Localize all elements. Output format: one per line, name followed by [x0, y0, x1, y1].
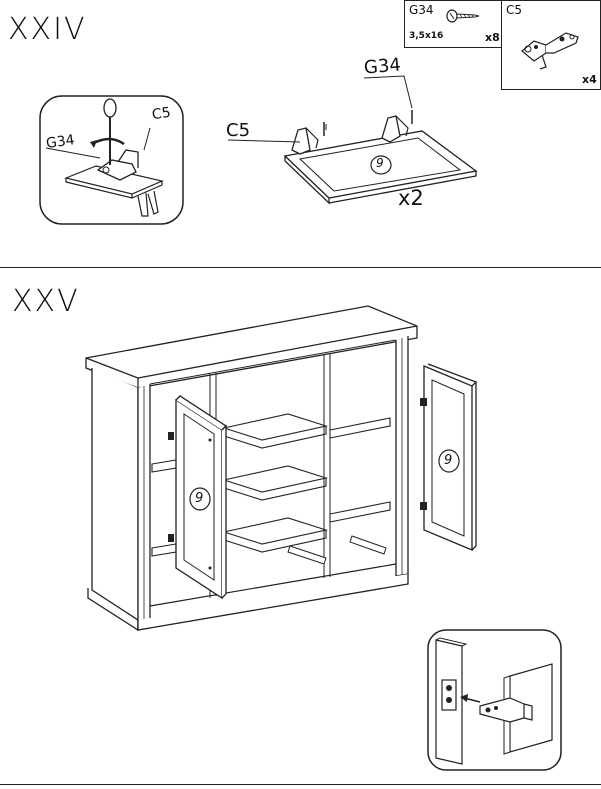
step-24-title: XXIV	[8, 12, 87, 47]
left-door	[175, 395, 228, 600]
detail-callout	[39, 95, 184, 225]
hinge-detail-callout	[427, 629, 562, 771]
right-door-number: 9	[444, 453, 453, 468]
main-c5-label: C5	[226, 120, 251, 141]
main-g34-label: G34	[363, 54, 402, 79]
step-divider	[0, 267, 601, 268]
g34-code: G34	[409, 3, 434, 17]
left-door-number: 9	[195, 491, 204, 506]
right-door	[420, 363, 478, 551]
step-25-illustration	[85, 305, 562, 771]
frame-panel-number: 9	[376, 156, 384, 170]
g34-qty: x8	[485, 31, 500, 44]
step-25-title: XXV	[12, 284, 80, 319]
g34-size: 3,5x16	[409, 31, 444, 41]
screw-icon	[446, 9, 480, 23]
cabinet	[85, 305, 418, 632]
multiplier-label: x2	[398, 186, 424, 210]
parts-box-c5: C5 x4	[501, 0, 601, 90]
door-frame-with-hinges	[227, 75, 478, 205]
detail-c5-label: C5	[150, 104, 172, 124]
step-24-illustration	[39, 75, 478, 225]
hinge-icon	[521, 32, 579, 70]
bottom-border	[0, 784, 601, 785]
parts-box-g34: G34 3,5x16 x8	[404, 0, 503, 48]
c5-code: C5	[506, 3, 523, 17]
c5-qty: x4	[582, 73, 597, 86]
